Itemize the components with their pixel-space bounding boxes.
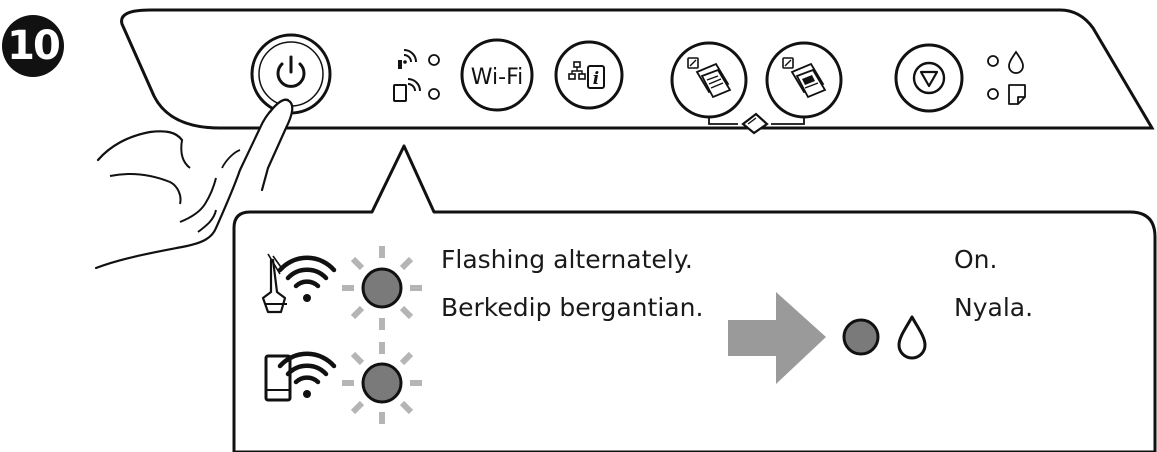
phone-wifi-icon [393, 78, 421, 102]
ink-drop-icon [1008, 50, 1024, 74]
network-status-icon: i [568, 61, 605, 89]
panel-lamp-wifi [428, 54, 440, 66]
panel-lamp-ink [987, 55, 999, 67]
callout-phone-wifi-icon [264, 351, 337, 402]
flash-rays [342, 342, 422, 424]
panel-wifi-direct-indicator [393, 78, 440, 102]
scan-page-icon [741, 112, 769, 135]
stop-icon [912, 61, 946, 95]
callout-ink-drop-icon [897, 315, 927, 360]
router-wifi-icon [398, 49, 417, 69]
copy-color-button[interactable] [765, 41, 843, 119]
on-text-en: On. [954, 245, 998, 274]
power-icon [276, 55, 306, 88]
flashing-lamp-wifi [342, 246, 422, 330]
paper-icon [1008, 84, 1026, 105]
callout-router-wifi-icon [261, 253, 337, 314]
flashing-text-id: Berkedip bergantian. [441, 293, 704, 322]
copy-color-icon [782, 57, 827, 99]
power-button[interactable] [250, 33, 332, 115]
panel-wifi-router-indicator [398, 49, 440, 69]
hand-icon [94, 98, 294, 270]
panel-lamp-wifi-direct [428, 88, 440, 100]
ink-lamp-on [842, 318, 880, 356]
copy-buttons-bracket [708, 112, 805, 135]
panel-lamp-paper [987, 88, 999, 100]
panel-paper-indicator [987, 84, 1026, 105]
callout-bubble [232, 144, 1157, 452]
copy-bw-icon [687, 57, 732, 99]
panel-ink-indicator [987, 50, 1024, 74]
arrow-right-icon [728, 292, 826, 384]
wifi-button[interactable]: Wi-Fi [460, 38, 534, 112]
flashing-lamp-wifi-direct [342, 342, 422, 424]
stop-button[interactable] [894, 43, 964, 113]
step-number-badge: 10 [2, 15, 64, 77]
flashing-text-en: Flashing alternately. [441, 245, 693, 274]
control-panel-outline [120, 8, 1155, 130]
network-status-button[interactable]: i [554, 40, 624, 110]
flash-rays [342, 246, 422, 330]
svg-text:i: i [593, 69, 599, 89]
on-text-id: Nyala. [954, 293, 1034, 322]
wifi-button-label: Wi-Fi [471, 65, 524, 90]
copy-bw-button[interactable] [670, 41, 748, 119]
